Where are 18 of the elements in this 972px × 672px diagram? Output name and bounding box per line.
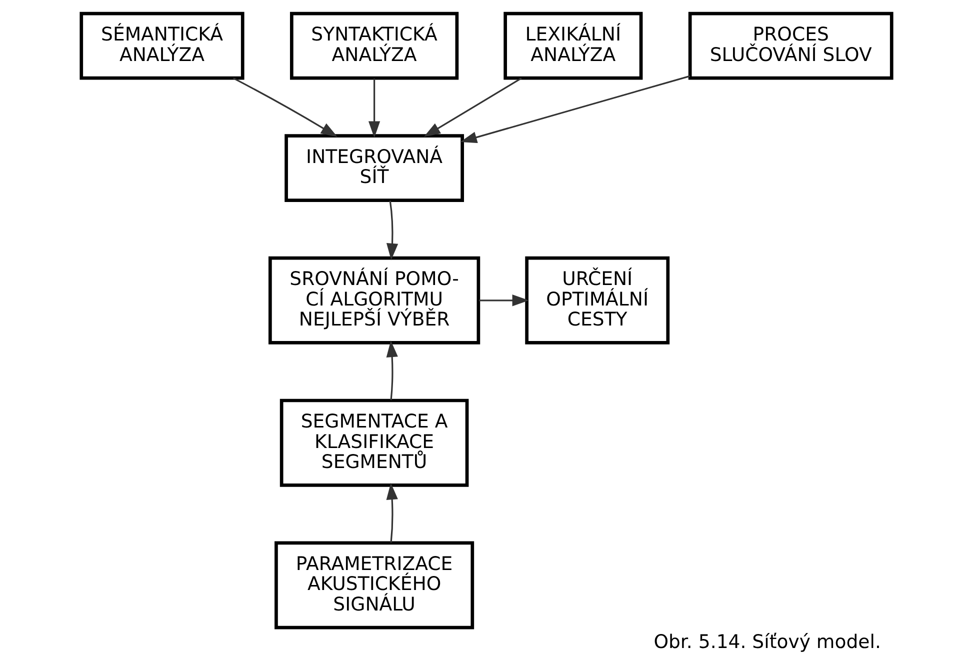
node-box: SROVNÁNÍ POMO- CÍ ALGORITMU NEJLEPŠÍ VÝBĚR [268,256,480,344]
arrow [478,294,528,306]
node-box: SYNTAKTICKÁ ANALÝZA [289,12,458,80]
node-box: PARAMETRIZACE AKUSTICKÉHO SIGNÁLU [274,541,474,630]
arrow [460,75,690,144]
node-box: SÉMANTICKÁ ANALÝZA [79,12,244,80]
node-box: INTEGROVANÁ SÍŤ [284,134,464,202]
caption: Obr. 5.14. Síťový model. [653,632,880,654]
node-box: URČENÍ OPTIMÁLNÍ CESTY [524,256,670,344]
node-box: LEXIKÁLNÍ ANALÝZA [503,12,642,80]
node-box: PROCES SLUČOVÁNÍ SLOV [688,12,893,80]
arrow [423,78,522,137]
arrow [386,200,398,260]
arrow [368,78,380,138]
node-box: SEGMENTACE A KLASIFIKACE SEGMENTŮ [279,398,468,487]
arrow [386,340,398,400]
arrow [386,482,398,543]
arrow [232,78,338,137]
